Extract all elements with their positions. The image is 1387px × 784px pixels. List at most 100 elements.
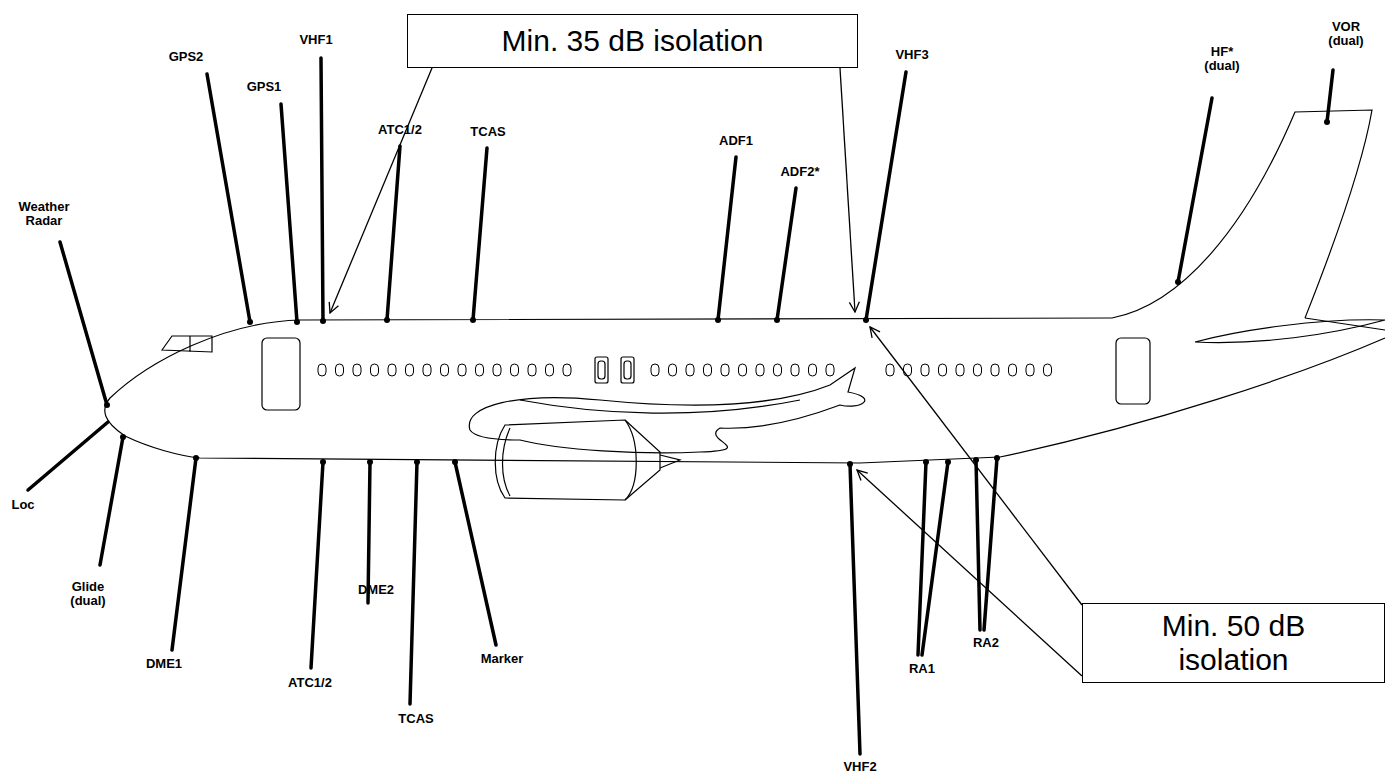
- leader-line: [850, 464, 860, 754]
- leader-line: [1178, 98, 1212, 282]
- leader-line: [455, 462, 496, 645]
- leader-line: [100, 437, 123, 565]
- cabin-window: [904, 364, 912, 376]
- antenna-label: Glide (dual): [63, 580, 113, 608]
- cabin-window: [774, 364, 782, 376]
- antenna-label: GPS1: [234, 80, 294, 94]
- wing: [469, 368, 865, 453]
- rear-door: [1116, 338, 1150, 404]
- cabin-window: [546, 364, 554, 376]
- cabin-window: [686, 364, 694, 376]
- antenna-label: TCAS: [458, 125, 518, 139]
- antenna-label: ATC1/2: [365, 123, 435, 137]
- callout-box: Min. 50 dB isolation: [1082, 603, 1385, 683]
- cabin-window: [476, 364, 484, 376]
- cabin-window: [756, 364, 764, 376]
- cabin-window: [651, 364, 659, 376]
- antenna-label: ADF1: [706, 134, 766, 148]
- antenna-label: VHF3: [882, 48, 942, 62]
- antenna-label: RA1: [897, 662, 947, 676]
- callout-arrow: [840, 68, 855, 312]
- antenna-label: TCAS: [386, 712, 446, 726]
- antenna-label: DME1: [134, 657, 194, 671]
- cabin-window: [721, 364, 729, 376]
- cabin-window: [528, 364, 536, 376]
- cabin-window: [886, 364, 894, 376]
- emergency-exit: [621, 357, 634, 383]
- leader-line: [281, 104, 297, 322]
- cabin-window: [423, 364, 431, 376]
- callout-text: Min. 35 dB isolation: [502, 24, 764, 58]
- engine-cone: [660, 455, 680, 468]
- antenna-label: VHF2: [830, 760, 890, 774]
- antenna-label: Marker: [467, 652, 537, 666]
- leader-line: [866, 72, 906, 320]
- forward-door: [262, 338, 300, 410]
- emergency-exit: [595, 357, 608, 383]
- antenna-label: ATC1/2: [275, 676, 345, 690]
- cabin-window: [669, 364, 677, 376]
- cabin-window: [991, 364, 999, 376]
- cabin-window: [336, 364, 344, 376]
- antenna-label: RA2: [961, 636, 1011, 650]
- exit-window: [624, 361, 631, 379]
- callout-box: Min. 35 dB isolation: [407, 14, 858, 68]
- cabin-window: [939, 364, 947, 376]
- cabin-window: [511, 364, 519, 376]
- leader-line: [922, 462, 948, 655]
- cabin-window: [458, 364, 466, 376]
- cabin-window: [791, 364, 799, 376]
- antenna-label: DME2: [346, 583, 406, 597]
- cabin-window: [388, 364, 396, 376]
- cabin-window: [371, 364, 379, 376]
- leader-line: [28, 422, 108, 490]
- leader-line: [976, 460, 980, 630]
- cabin-window: [809, 364, 817, 376]
- wing-line: [520, 400, 800, 413]
- antenna-label: VOR (dual): [1321, 20, 1371, 48]
- leader-line: [777, 188, 796, 320]
- antenna-label: HF* (dual): [1197, 45, 1247, 73]
- engine-inlet: [503, 428, 511, 496]
- cabin-window: [493, 364, 501, 376]
- leader-line: [473, 148, 487, 320]
- vertical-fin: [1112, 110, 1372, 318]
- cabin-window: [353, 364, 361, 376]
- window-row: [318, 364, 1052, 376]
- engine-nacelle: [495, 420, 636, 500]
- antenna-label: Weather Radar: [9, 200, 79, 228]
- leader-line: [410, 462, 417, 704]
- antenna-label: Loc: [3, 498, 43, 512]
- cabin-window: [1009, 364, 1017, 376]
- cabin-window: [318, 364, 326, 376]
- callout-arrows: [330, 68, 1082, 676]
- cabin-window: [921, 364, 929, 376]
- leader-line: [172, 458, 196, 650]
- leader-line: [207, 74, 250, 322]
- cockpit-window: [162, 336, 212, 352]
- cabin-window: [1026, 364, 1034, 376]
- callout-arrow: [330, 68, 432, 313]
- cabin-window: [563, 364, 571, 376]
- antenna-label: GPS2: [156, 50, 216, 64]
- callout-arrow: [870, 327, 1082, 605]
- engine-exhaust: [625, 420, 660, 500]
- horizontal-stabilizer: [1195, 320, 1385, 343]
- exit-window: [598, 361, 605, 379]
- cabin-window: [406, 364, 414, 376]
- antenna-dots: [104, 119, 1330, 467]
- leader-line: [984, 458, 997, 630]
- callout-text: Min. 50 dB isolation: [1139, 609, 1329, 677]
- leader-line: [321, 58, 323, 321]
- leader-line: [368, 462, 370, 603]
- callout-arrow: [857, 470, 1082, 676]
- cabin-window: [826, 364, 834, 376]
- cabin-window: [739, 364, 747, 376]
- cabin-window: [1044, 364, 1052, 376]
- cabin-window: [704, 364, 712, 376]
- fuselage: [105, 318, 1385, 463]
- cabin-window: [441, 364, 449, 376]
- leader-line: [60, 242, 107, 405]
- leader-line: [311, 462, 323, 668]
- cabin-window: [956, 364, 964, 376]
